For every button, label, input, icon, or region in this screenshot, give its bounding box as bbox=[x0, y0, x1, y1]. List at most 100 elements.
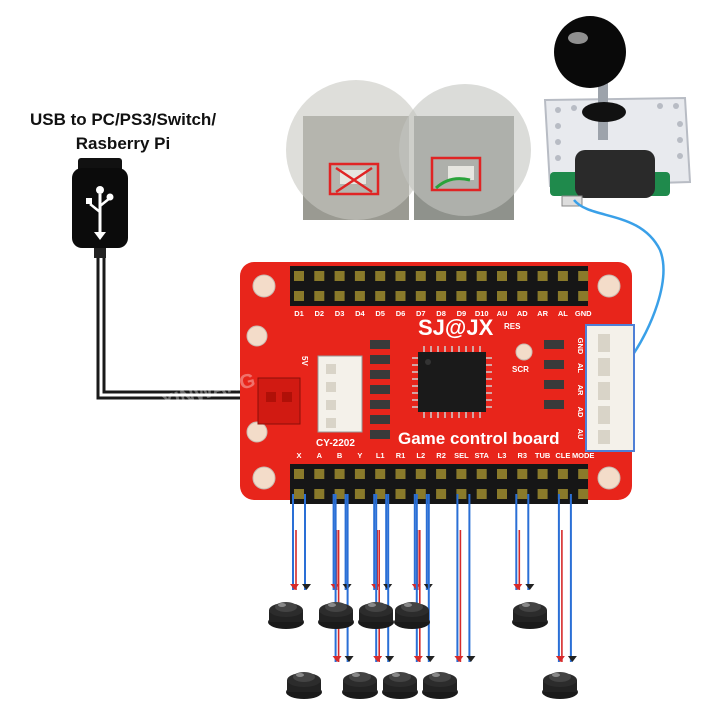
header-pin bbox=[354, 291, 365, 301]
header-pin bbox=[578, 291, 589, 301]
header-pin bbox=[395, 489, 406, 499]
top-pin-label-d4: D4 bbox=[355, 309, 365, 318]
top-pin-label-ad: AD bbox=[517, 309, 528, 318]
header-pin bbox=[415, 489, 426, 499]
header-pin bbox=[375, 469, 386, 479]
header-pin bbox=[436, 271, 447, 281]
header-pin bbox=[375, 291, 386, 301]
watermark-text-2: XINWANG bbox=[227, 513, 325, 557]
header-pin bbox=[537, 469, 548, 479]
header-pin bbox=[456, 271, 467, 281]
bottom-pin-label-l2: L2 bbox=[416, 451, 425, 460]
chip-model-text: CY-2202 bbox=[316, 438, 355, 449]
header-pin bbox=[476, 271, 487, 281]
bottom-pin-label-b: B bbox=[337, 451, 343, 460]
header-pin bbox=[578, 469, 589, 479]
bottom-pin-label-a: A bbox=[317, 451, 323, 460]
header-pin bbox=[415, 271, 426, 281]
power-label-text: 5V bbox=[300, 356, 309, 366]
header-pin bbox=[415, 469, 426, 479]
header-pin bbox=[314, 291, 325, 301]
header-pin bbox=[395, 469, 406, 479]
header-pin bbox=[354, 469, 365, 479]
usb-cable bbox=[96, 258, 270, 400]
top-pin-label-d9: D9 bbox=[457, 309, 467, 318]
header-pin bbox=[375, 489, 386, 499]
arcade-button-icon bbox=[512, 602, 548, 629]
scr-text: SCR bbox=[512, 365, 529, 374]
arcade-button-icon bbox=[286, 672, 322, 699]
header-pin bbox=[557, 291, 568, 301]
header-pin bbox=[395, 271, 406, 281]
connector-photo-wrong bbox=[286, 80, 426, 220]
top-pin-label-d1: D1 bbox=[294, 309, 304, 318]
res-text: RES bbox=[504, 322, 521, 331]
header-pin bbox=[517, 291, 528, 301]
brand-text: SJ@JX bbox=[418, 315, 494, 340]
joystick-pin-label-gnd: GND bbox=[576, 338, 585, 355]
header-pin bbox=[294, 469, 304, 479]
header-pin bbox=[497, 489, 507, 499]
arcade-button-icon bbox=[358, 602, 394, 629]
header-pin bbox=[476, 291, 487, 301]
bottom-pin-label-mode: MODE bbox=[572, 451, 595, 460]
header-pin bbox=[375, 271, 386, 281]
bottom-pin-label-r3: R3 bbox=[518, 451, 528, 460]
header-pin bbox=[415, 291, 426, 301]
bottom-pin-label-l1: L1 bbox=[376, 451, 385, 460]
header-pin bbox=[557, 271, 568, 281]
header-pin bbox=[314, 469, 325, 479]
header-pin bbox=[436, 489, 447, 499]
header-pin bbox=[517, 469, 528, 479]
arcade-button-icon bbox=[542, 672, 578, 699]
header-pin bbox=[557, 489, 568, 499]
header-pin bbox=[334, 469, 345, 479]
header-pin bbox=[334, 271, 345, 281]
header-pin bbox=[497, 291, 507, 301]
bottom-pin-label-sel: SEL bbox=[454, 451, 469, 460]
header-pin bbox=[497, 469, 507, 479]
usb-connection-label: USB to PC/PS3/Switch/ Rasberry Pi bbox=[8, 108, 238, 156]
header-pin bbox=[314, 271, 325, 281]
bottom-pin-label-r1: R1 bbox=[396, 451, 406, 460]
bottom-pin-label-y: Y bbox=[357, 451, 362, 460]
header-pin bbox=[578, 489, 589, 499]
bottom-pin-label-r2: R2 bbox=[436, 451, 446, 460]
top-pin-label-ar: AR bbox=[537, 309, 548, 318]
arcade-button-icon bbox=[342, 672, 378, 699]
arcade-button-icon bbox=[268, 602, 304, 629]
arcade-button-icon bbox=[318, 602, 354, 629]
header-pin bbox=[476, 469, 487, 479]
joystick-pin-label-al: AL bbox=[576, 363, 585, 373]
top-pin-label-d10: D10 bbox=[475, 309, 489, 318]
button-wires bbox=[290, 494, 577, 662]
joystick-pin-label-ar: AR bbox=[576, 385, 585, 396]
bottom-pin-label-x: X bbox=[296, 451, 301, 460]
header-pin bbox=[456, 469, 467, 479]
game-control-board: SJ@JX Game control board CY-2202 RES SCR… bbox=[159, 262, 635, 558]
usb-label-line2: Rasberry Pi bbox=[75, 134, 171, 153]
arcade-button-icon bbox=[394, 602, 430, 629]
header-pin bbox=[537, 489, 548, 499]
top-pin-label-al: AL bbox=[558, 309, 568, 318]
header-pin bbox=[497, 271, 507, 281]
header-pin bbox=[517, 489, 528, 499]
usb-label-line1: USB to PC/PS3/Switch/ bbox=[29, 110, 217, 129]
usb-plug-icon bbox=[72, 158, 128, 258]
joystick-icon bbox=[543, 16, 692, 207]
header-pin bbox=[537, 271, 548, 281]
header-pin bbox=[334, 291, 345, 301]
bottom-pin-label-l3: L3 bbox=[498, 451, 507, 460]
top-pin-label-gnd: GND bbox=[575, 309, 592, 318]
joystick-pin-label-au: AU bbox=[576, 429, 585, 440]
bottom-pin-label-cle: CLE bbox=[555, 451, 570, 460]
header-pin bbox=[354, 489, 365, 499]
header-pin bbox=[294, 291, 304, 301]
header-pin bbox=[395, 291, 406, 301]
arcade-buttons bbox=[268, 602, 578, 699]
header-pin bbox=[476, 489, 487, 499]
